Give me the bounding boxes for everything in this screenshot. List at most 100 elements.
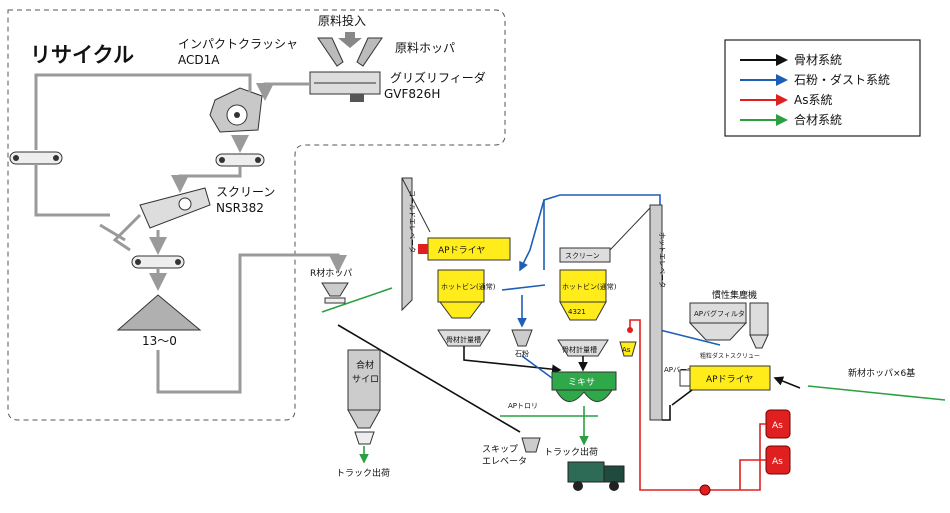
screen-mid-label: スクリーン	[565, 252, 600, 260]
cold-elevator-label: コールドエレベータ	[408, 190, 417, 253]
mixer-label: ミキサ	[568, 377, 595, 388]
inertial-collector-label: 慣性集塵機	[712, 289, 757, 301]
hot-elevator-label: ホットエレベータ	[658, 232, 667, 288]
as-main-line	[629, 319, 720, 491]
feeder-to-crusher-line	[256, 82, 310, 101]
screen-left-model: NSR382	[216, 201, 264, 215]
new-hopper-conveyor	[807, 385, 946, 401]
hot-bin-mid-numbers: 4321	[568, 308, 586, 316]
legend-label-as: As系統	[794, 93, 832, 107]
r-hopper-feeder	[324, 297, 346, 304]
conveyor-1-roller-b	[255, 157, 261, 163]
conveyor-2-roller-b	[53, 155, 59, 161]
mix-silo-label-1: 合材	[356, 359, 374, 371]
legend-label-dust: 石粉・ダスト系統	[794, 72, 890, 87]
legend-item-as: As系統	[740, 93, 832, 107]
impact-crusher-hub	[234, 112, 240, 118]
truck-cab	[603, 465, 625, 483]
inertial-collector-cone	[749, 334, 769, 349]
stone-powder-hopper	[511, 329, 533, 347]
cold-elevator	[401, 177, 413, 312]
conveyor-3-roller-a	[135, 259, 141, 265]
legend-item-dust: 石粉・ダスト系統	[740, 72, 890, 87]
screen-cross-line	[99, 223, 126, 242]
impact-crusher-label: インパクトクラッシャ	[178, 37, 298, 51]
screen-split-line	[112, 213, 142, 252]
hot-bin-mid	[559, 269, 607, 303]
grizzly-feeder-base	[350, 94, 364, 102]
hot-bin-left	[437, 269, 485, 303]
legend-item-aggregate: 骨材系統	[740, 53, 842, 67]
grizzly-feeder-model: GVF826H	[384, 87, 440, 101]
aggregate-scale-mid	[557, 339, 609, 357]
truck-wheel-icon	[573, 481, 583, 491]
conveyor-1-roller-a	[219, 157, 225, 163]
as-pump-icon	[699, 484, 711, 496]
dryer-right-outlet	[671, 389, 693, 406]
skip-elevator-label-2: エレベータ	[482, 456, 527, 467]
recycle-title: リサイクル	[30, 43, 134, 67]
ap-dryer-left-label: APドライヤ	[438, 245, 485, 256]
ap-dryer-right	[689, 365, 771, 391]
stone-powder-label: 石粉	[515, 349, 529, 358]
legend-label-aggregate: 骨材系統	[794, 53, 842, 67]
material-hopper-right	[356, 37, 383, 67]
screen-left-label: スクリーン	[216, 185, 275, 199]
r-hopper	[321, 282, 349, 297]
skip-elevator-incline	[337, 324, 521, 433]
cold-elevator-chute	[401, 177, 431, 233]
conveyor-2-roller-a	[13, 155, 19, 161]
screen-left	[139, 187, 211, 229]
dust-return-line	[543, 194, 721, 346]
screen-mid-chute	[609, 207, 651, 251]
screen-left-motor-icon	[178, 197, 192, 211]
mix-silo-label-2: サイロ	[352, 374, 379, 385]
dryer-to-hot-elevator	[662, 405, 671, 421]
material-hopper	[317, 37, 344, 67]
bag-filter-label: APバグフィルタ	[694, 309, 745, 318]
skip-elevator	[521, 437, 541, 453]
ap-burner	[679, 369, 691, 387]
recycle-side-line	[34, 164, 110, 217]
aggregate-scale-mid-label: 骨材計量槽	[562, 345, 597, 354]
as-tank-feed-line-2	[739, 459, 766, 490]
recycle-return-line	[34, 73, 252, 150]
ap-trolley-label: APトロリ	[508, 402, 538, 410]
aggregate-scale-left	[437, 329, 491, 347]
as-small-hopper	[619, 341, 637, 357]
grizzly-feeder-label: グリズリフィーダ	[390, 70, 486, 85]
dust-down-line	[519, 199, 545, 272]
aggregate-scale-left-label: 骨材計量槽	[446, 335, 481, 344]
new-hopper-label: 新材ホッパ×6基	[848, 367, 915, 379]
as-tank-2-label: As	[772, 457, 783, 467]
mix-silo-cone	[347, 409, 381, 429]
bag-filter-cone	[688, 322, 748, 341]
skip-elevator-label-1: スキップ	[482, 444, 518, 455]
hot-bin-left-label: ホットビン(通常)	[441, 282, 496, 291]
dust-screw-label: 粗粒ダストスクリュー	[700, 352, 760, 360]
ap-dryer-right-label: APドライヤ	[706, 374, 753, 385]
r-hopper-label: R材ホッパ	[310, 267, 352, 279]
legend-label-mix: 合材系統	[794, 112, 842, 127]
mixer-bowl	[555, 389, 613, 402]
to-screen-line	[171, 166, 242, 193]
conveyor-3-roller-b	[175, 259, 181, 265]
hot-bin-left-cone	[439, 301, 483, 319]
dust-screw-conveyor	[501, 284, 546, 291]
as-tank-feed-line-1	[720, 423, 766, 491]
pile-to-rhopper-line	[156, 253, 347, 394]
scale-left-to-mixer	[463, 346, 562, 374]
material-hopper-label: 原料ホッパ	[395, 41, 455, 55]
impact-crusher-model: ACD1A	[178, 53, 220, 67]
stone-powder-to-mixer	[521, 355, 553, 379]
as-small-label: As	[622, 346, 631, 354]
inertial-collector	[749, 302, 769, 336]
truck-ship-left-label: トラック出荷	[336, 467, 390, 479]
mix-silo-gate	[354, 431, 375, 445]
truck-body	[567, 461, 605, 483]
material-input-label: 原料投入	[318, 13, 366, 28]
hot-bin-mid-cone	[559, 301, 607, 321]
hot-bin-mid-label: ホットビン(通常)	[562, 282, 617, 291]
stockpile	[116, 294, 202, 331]
